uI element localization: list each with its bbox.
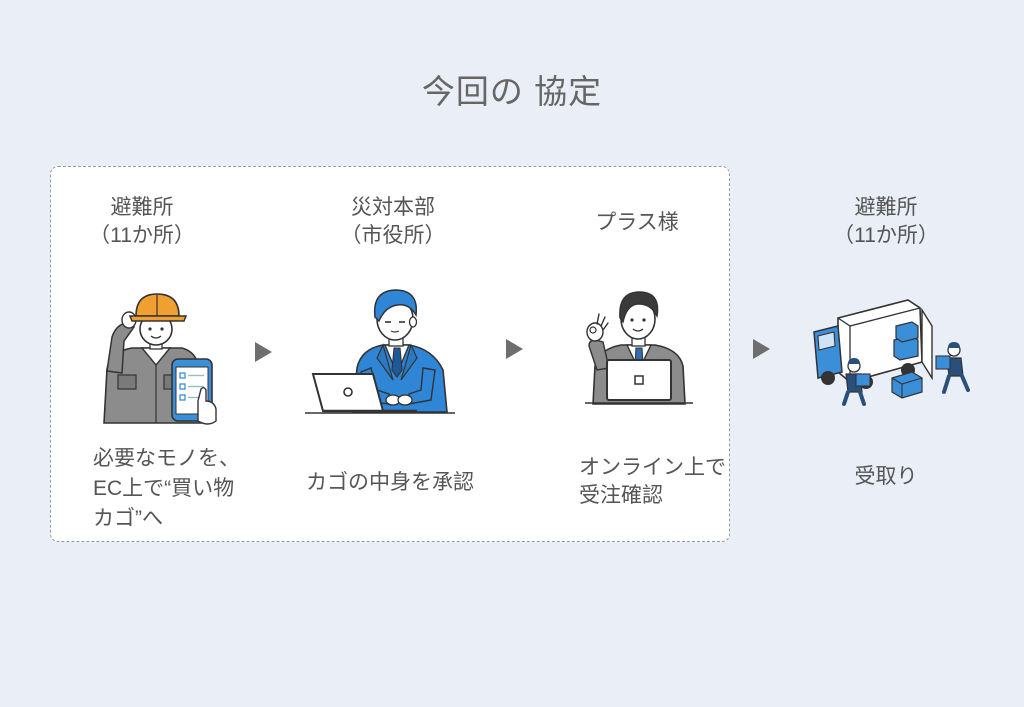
step-1-label-line: （11か所） <box>89 224 195 247</box>
step-3-label-line: プラス様 <box>595 211 679 234</box>
step-2-label: 災対本部 （市役所） <box>313 194 473 250</box>
step-4-caption: 受取り <box>806 463 966 491</box>
step-2-caption-line: カゴの中身を承認 <box>306 471 474 494</box>
step-4-label-line: （11か所） <box>833 224 939 247</box>
staff-ok-gesture-laptop-icon <box>585 291 693 405</box>
office-worker-laptop-icon <box>305 289 455 414</box>
step-3-caption: オンライン上で 受注確認 <box>579 454 726 510</box>
step-1-caption-line: 必要なモノを、 <box>93 447 240 470</box>
page-title: 今回の 協定 <box>421 73 603 110</box>
step-4-caption-line: 受取り <box>854 465 918 488</box>
step-1-label: 避難所 （11か所） <box>62 194 222 250</box>
step-3-caption-line: 受注確認 <box>579 484 663 507</box>
triangle-right-arrow-icon <box>506 339 523 359</box>
step-3-label: プラス様 <box>557 209 717 237</box>
triangle-right-arrow-icon <box>255 342 272 362</box>
step-1-caption-line: EC上で“買い物 <box>93 477 235 500</box>
step-4-label: 避難所 （11か所） <box>806 194 966 250</box>
worker-hardhat-smartphone-icon <box>103 293 217 425</box>
triangle-right-arrow-icon <box>753 339 770 359</box>
delivery-truck-boxes-icon <box>813 299 970 406</box>
step-2-caption: カゴの中身を承認 <box>290 469 490 497</box>
step-2-label-line: 災対本部 <box>351 196 435 219</box>
step-4-label-line: 避難所 <box>854 196 918 219</box>
step-2-label-line: （市役所） <box>340 224 446 247</box>
step-3-caption-line: オンライン上で <box>579 456 726 479</box>
step-1-caption: 必要なモノを、 EC上で“買い物 カゴ”へ <box>93 444 240 534</box>
step-1-label-line: 避難所 <box>110 196 174 219</box>
step-1-caption-line: カゴ”へ <box>93 507 163 530</box>
